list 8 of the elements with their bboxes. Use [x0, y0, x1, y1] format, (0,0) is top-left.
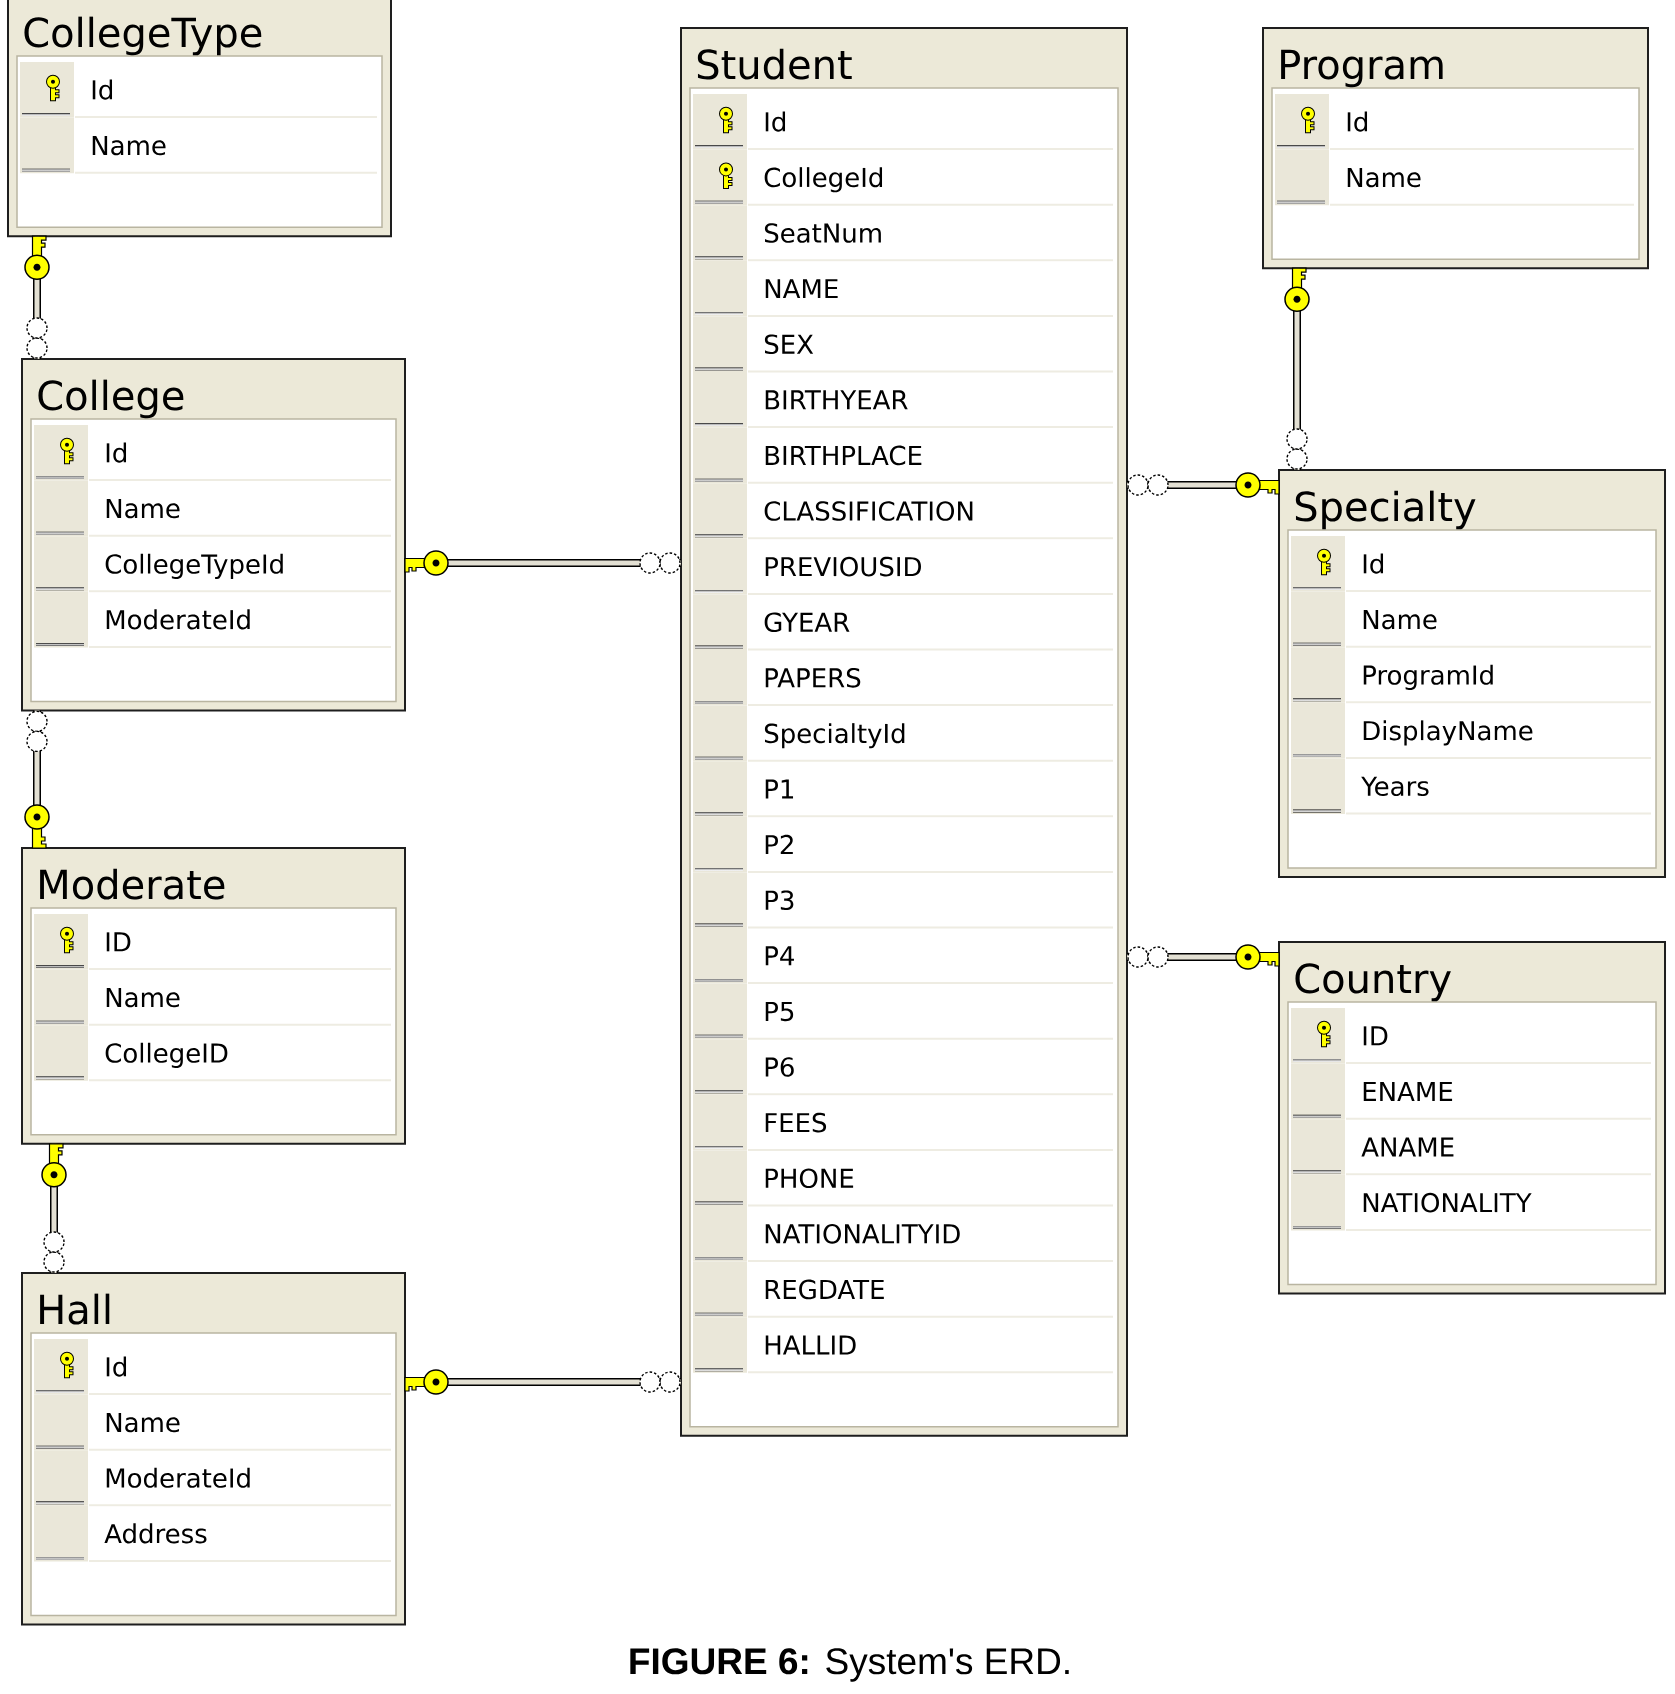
- figure-caption: FIGURE 6: System's ERD.: [630, 1648, 1069, 1682]
- field-row: Id: [20, 62, 378, 119]
- field-row: CollegeID: [34, 1025, 392, 1082]
- field-row: Name: [1275, 149, 1635, 206]
- field-row: ID: [34, 914, 392, 971]
- field-row: Id: [1275, 94, 1635, 151]
- field-row: Name: [34, 969, 392, 1026]
- field-row: Name: [20, 117, 378, 174]
